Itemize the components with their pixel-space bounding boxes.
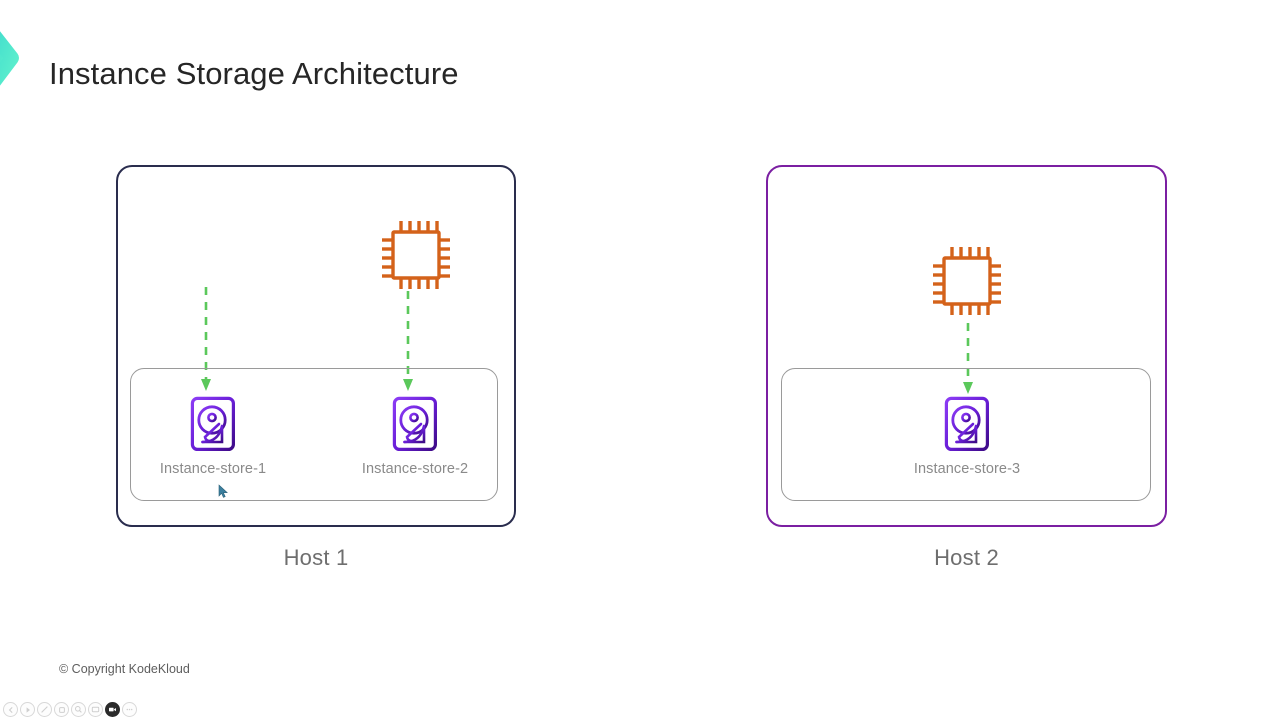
instance-store-2-node[interactable]: Instance-store-2 [355,395,475,477]
host-1-storage-enclosure [130,368,498,501]
copyright-text: © Copyright KodeKloud [59,662,190,676]
video-camera-icon[interactable] [105,702,120,717]
cpu-chip-icon [377,216,455,294]
instance-store-2-label: Instance-store-2 [361,461,469,477]
arrow-to-store-3 [961,323,975,396]
previous-button[interactable] [3,702,18,717]
brand-logo-chevron-icon [0,8,30,112]
pen-button[interactable] [54,702,69,717]
host-2-group: Instance-store-3 Host 2 [766,165,1167,570]
host-2-storage-enclosure [781,368,1151,501]
hard-disk-icon [944,396,990,452]
play-button[interactable] [20,702,35,717]
instance-store-1-node[interactable]: Instance-store-1 [153,395,273,477]
cpu-chip-icon [928,242,1006,320]
host-1-group: Instance-store-1 Instance-store-2 Host 1 [116,165,516,570]
arrow-to-store-2 [401,291,415,393]
page-title: Instance Storage Architecture [49,56,459,91]
host-2-boundary [766,165,1167,527]
more-options-icon[interactable] [122,702,137,717]
magnifier-icon[interactable] [71,702,86,717]
arrow-to-store-1 [199,287,213,393]
pencil-slash-icon[interactable] [37,702,52,717]
host-2-label: Host 2 [934,545,999,570]
playback-toolbar [3,702,137,717]
host-1-boundary [116,165,516,527]
hard-disk-icon [392,396,438,452]
host-1-label: Host 1 [283,545,349,570]
instance-store-1-label: Instance-store-1 [159,461,267,477]
monitor-icon[interactable] [88,702,103,717]
instance-store-3-label: Instance-store-3 [913,461,1021,477]
instance-store-3-node[interactable]: Instance-store-3 [907,395,1027,477]
hard-disk-icon [190,396,236,452]
